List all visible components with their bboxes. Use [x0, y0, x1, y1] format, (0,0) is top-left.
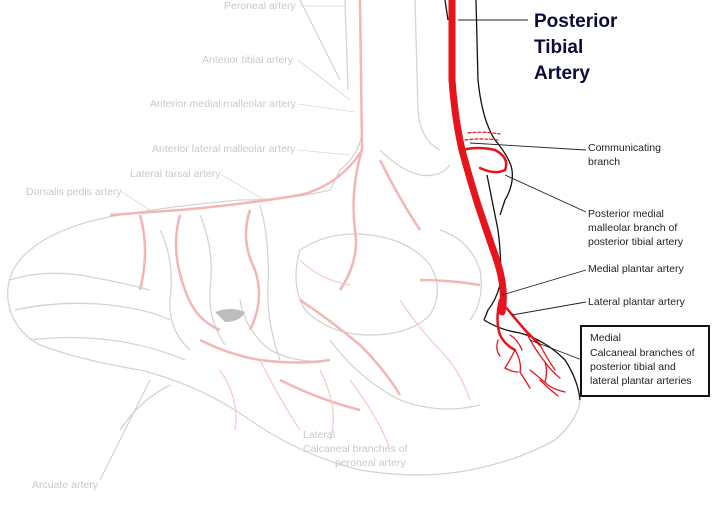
label-arcuate-artery: Arcuate artery	[32, 479, 98, 491]
label-dorsalis-pedis-artery: Dorsalis pedis artery	[26, 186, 122, 198]
faded-bone-accent	[215, 309, 245, 322]
box-line-1: Medial	[590, 332, 621, 344]
label-anterior-medial-malleolar-artery: Anterior medial malleolar artery	[150, 98, 296, 110]
faded-small-arteries	[219, 259, 471, 451]
box-line-2: Calcaneal branches of	[590, 347, 695, 359]
label-anterior-tibial-artery: Anterior tibial artery	[202, 54, 294, 66]
label-lateral-calcaneal-2: Calcaneal branches of	[303, 443, 408, 455]
medial-calcaneal-label-box: Medial Calcaneal branches of posterior t…	[580, 325, 710, 397]
label-leaders	[458, 19, 587, 361]
box-line-3: posterior tibial and	[590, 361, 676, 373]
title-line-1: Posterior	[534, 11, 618, 32]
label-communicating-1: Communicating	[588, 142, 661, 154]
faded-leaders	[121, 5, 356, 211]
label-peroneal-artery: Peroneal artery	[224, 0, 296, 12]
label-post-medial-3: posterior tibial artery	[588, 236, 684, 248]
label-lateral-plantar-artery: Lateral plantar artery	[588, 296, 685, 308]
label-communicating-2: branch	[588, 156, 621, 168]
label-post-medial-2: malleolar branch of	[588, 222, 678, 234]
label-lateral-calcaneal-3: peroneal artery	[335, 457, 406, 469]
faded-foot-outline	[7, 0, 581, 481]
title-line-2: Tibial	[534, 37, 584, 58]
label-anterior-lateral-malleolar-artery: Anterior lateral malleolar artery	[152, 143, 296, 155]
label-lateral-calcaneal-1: Lateral	[303, 429, 336, 441]
label-post-medial-1: Posterior medial	[588, 208, 664, 220]
label-lateral-tarsal-artery: Lateral tarsal artery	[130, 168, 221, 180]
box-line-4: lateral plantar arteries	[590, 375, 692, 387]
title-line-3: Artery	[534, 63, 590, 84]
label-medial-plantar-artery: Medial plantar artery	[588, 263, 684, 275]
medial-calcaneal-branches	[496, 329, 566, 397]
faded-arteries	[109, 0, 481, 412]
